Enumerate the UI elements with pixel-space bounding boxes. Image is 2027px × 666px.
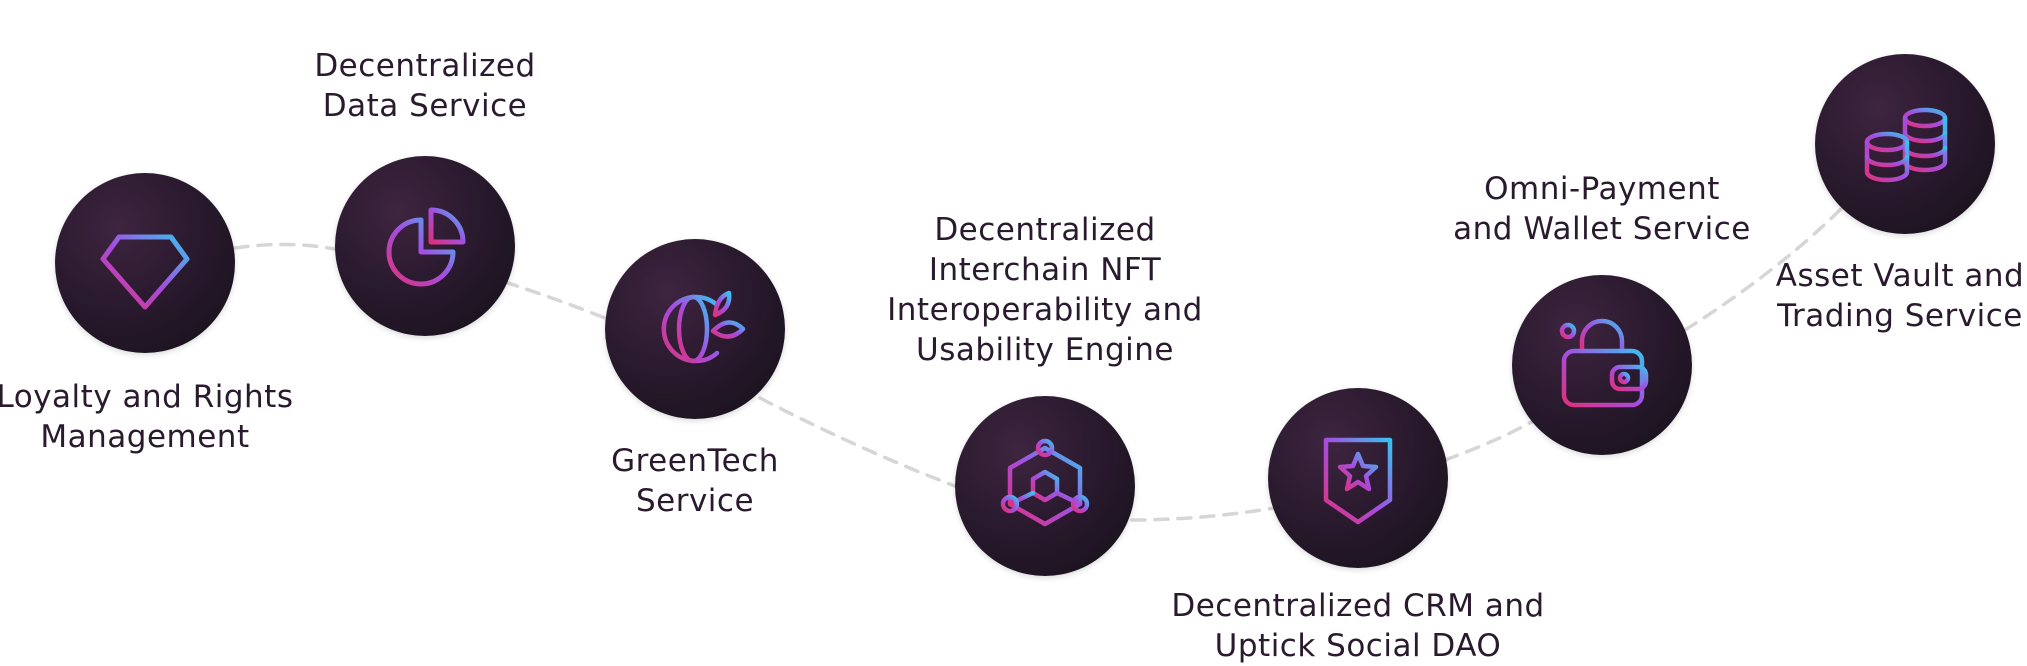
badge-star-icon: [1323, 437, 1393, 525]
node-payment: [1512, 275, 1692, 455]
node-nft: [955, 396, 1135, 576]
pie-chart-icon: [386, 207, 466, 287]
node-greentech: [605, 239, 785, 419]
node-crm: [1268, 388, 1448, 568]
globe-leaf-icon: [658, 290, 746, 364]
label-line: GreenTech: [611, 443, 779, 479]
label-line: Data Service: [322, 88, 528, 124]
label-line: Loyalty and Rights: [0, 379, 294, 415]
label-line: Uptick Social DAO: [1214, 628, 1502, 664]
network-hexagon-icon: [1000, 438, 1090, 527]
label-line: Service: [635, 483, 755, 519]
label-line: Management: [40, 419, 250, 455]
label-nft: Decentralized Interchain NFT Interoperab…: [855, 210, 1235, 370]
label-line: Decentralized CRM and: [1171, 588, 1545, 624]
label-line: and Wallet Service: [1453, 211, 1751, 247]
label-greentech: GreenTech Service: [545, 441, 845, 521]
label-line: Decentralized: [314, 48, 536, 84]
label-line: Usability Engine: [916, 332, 1174, 368]
coin-stacks-icon: [1864, 107, 1948, 183]
label-line: Asset Vault and: [1775, 258, 2025, 294]
label-line: Interchain NFT: [928, 252, 1162, 288]
label-line: Trading Service: [1777, 298, 2023, 334]
label-vault: Asset Vault and Trading Service: [1775, 256, 2025, 336]
wallet-lock-icon: [1559, 318, 1649, 408]
label-payment: Omni-Payment and Wallet Service: [1432, 169, 1772, 249]
label-line: Decentralized: [934, 212, 1156, 248]
label-crm: Decentralized CRM and Uptick Social DAO: [1168, 586, 1548, 666]
label-line: Interoperability and: [887, 292, 1203, 328]
node-vault: [1815, 54, 1995, 234]
label-line: Omni-Payment: [1484, 171, 1720, 207]
node-data: [335, 156, 515, 336]
label-loyalty: Loyalty and Rights Management: [0, 377, 302, 457]
node-loyalty: [55, 173, 235, 353]
label-data: Decentralized Data Service: [275, 46, 575, 126]
diamond-gem-icon: [100, 234, 190, 310]
